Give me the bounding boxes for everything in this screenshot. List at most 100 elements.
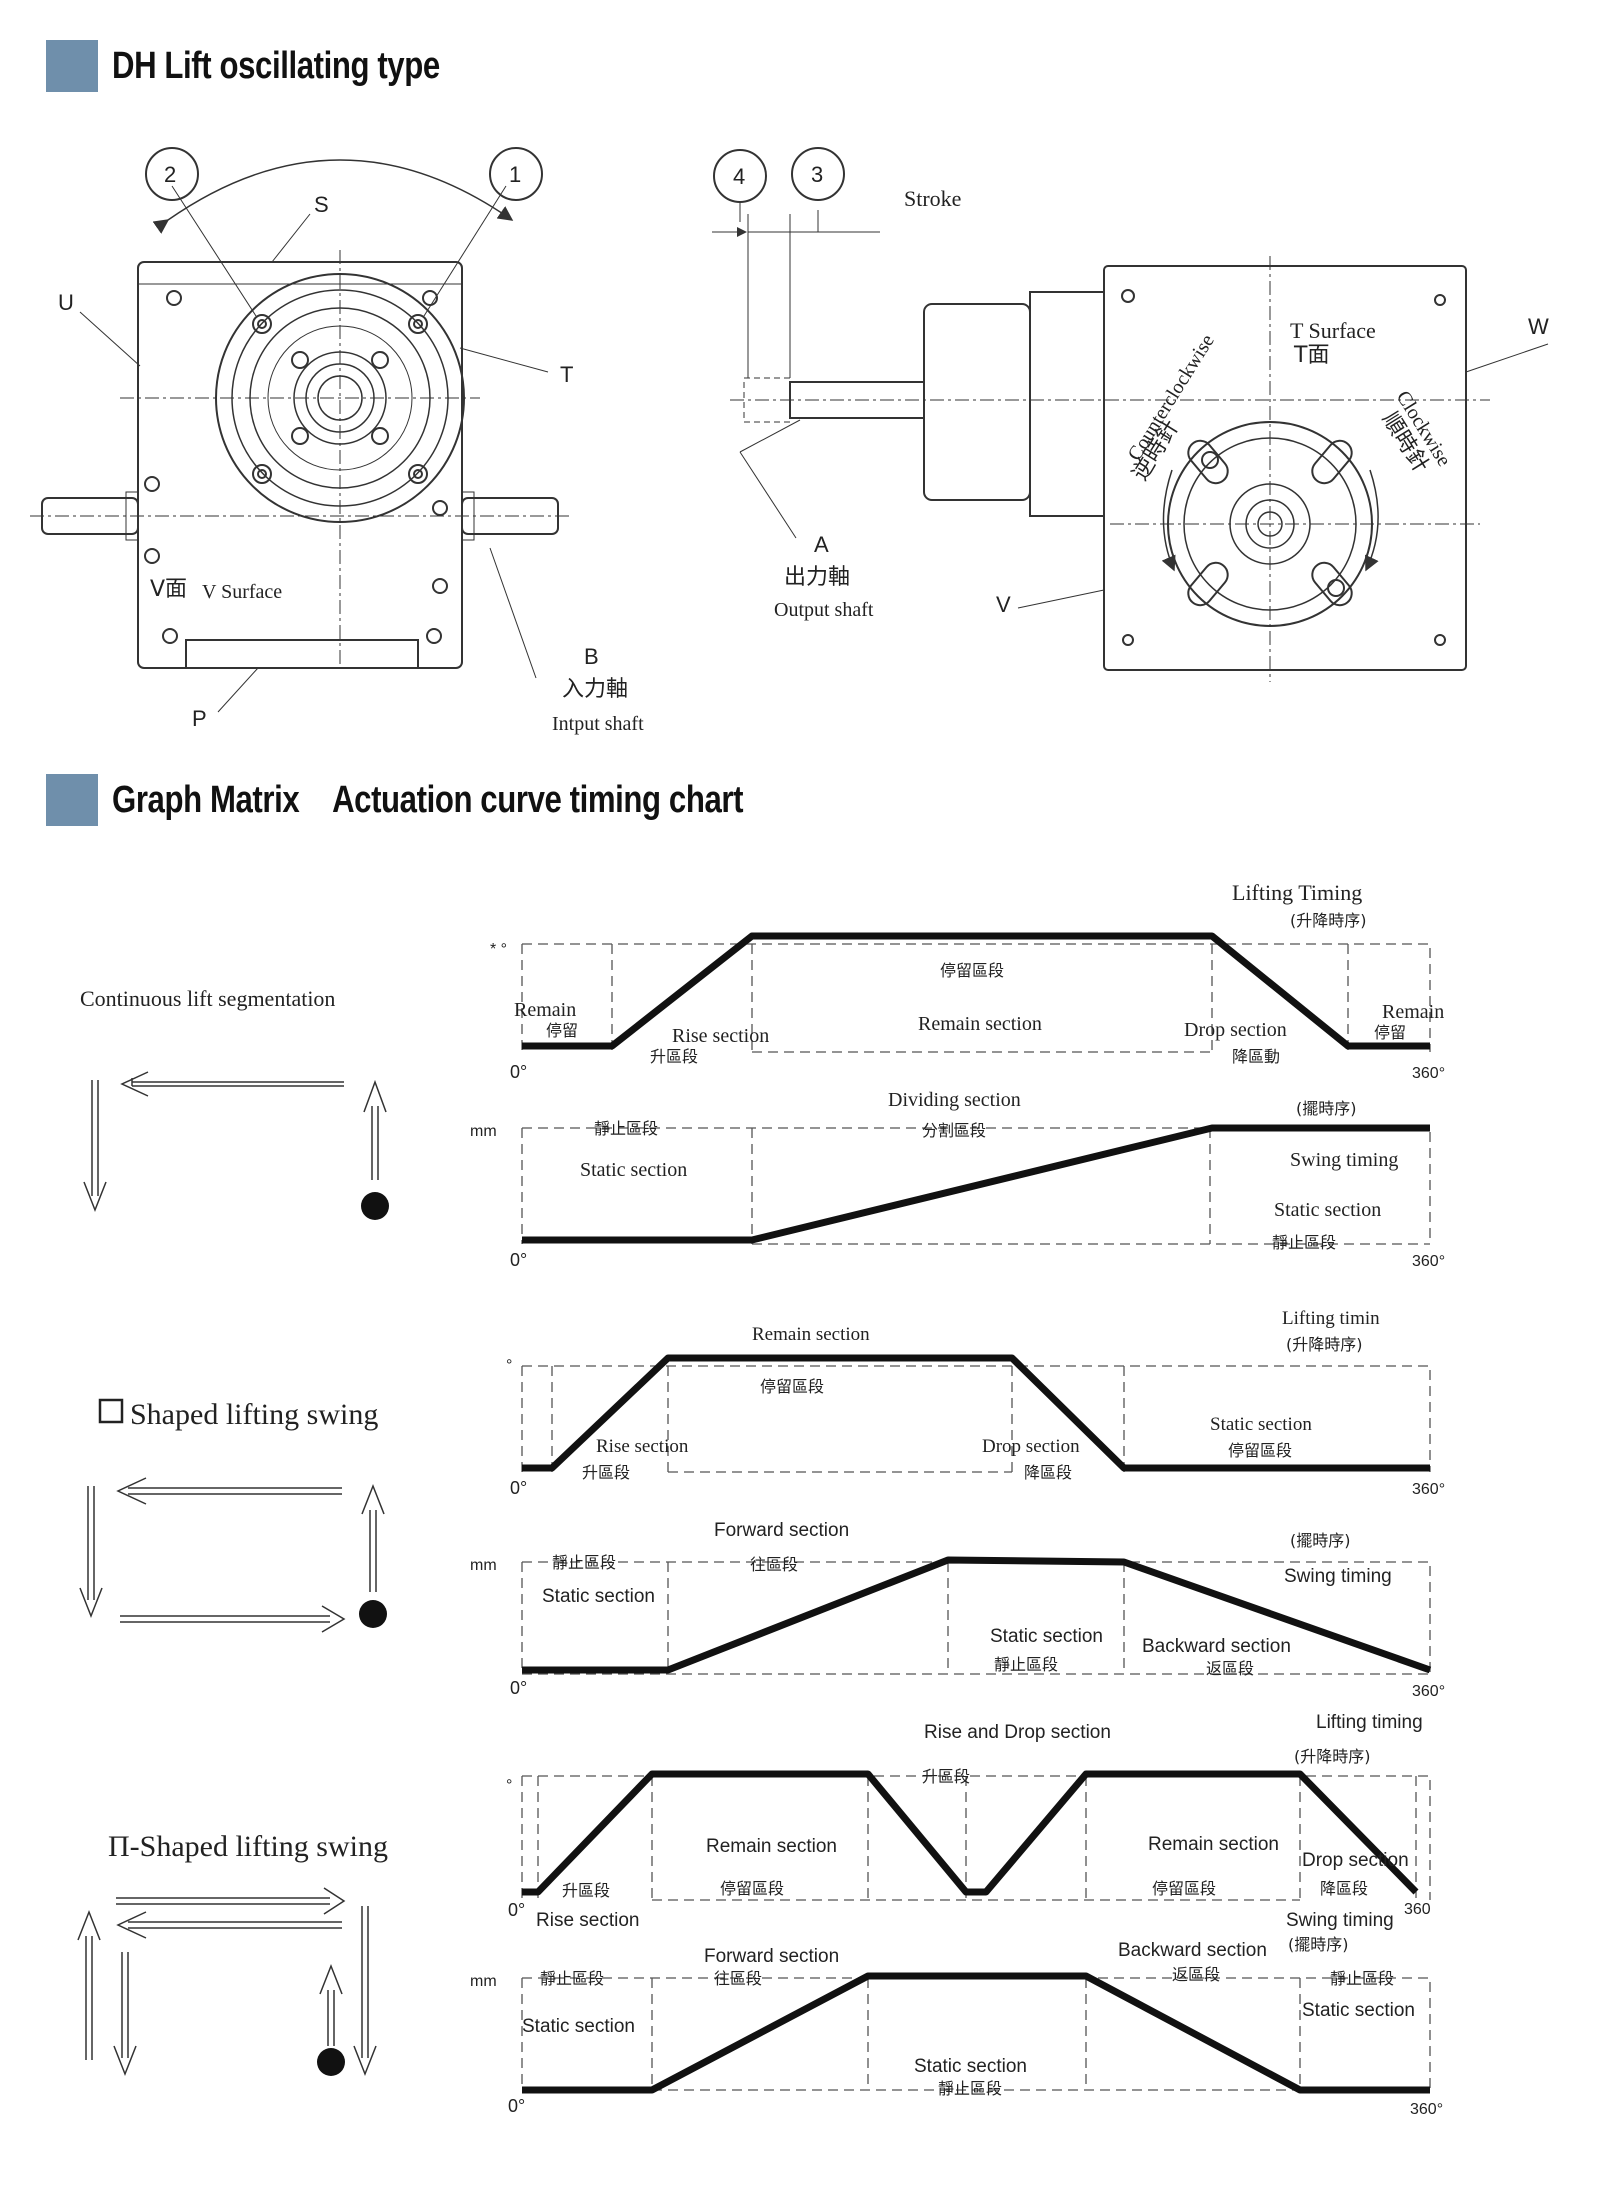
endpoint-dot xyxy=(361,1192,389,1220)
r2-swing-axis-start: 0° xyxy=(510,1678,527,1698)
r1-swing-header-cn: (擺時序) xyxy=(1296,1099,1357,1118)
r2-lift-label-static: Static section xyxy=(1210,1414,1312,1435)
r2-swing-label-back: Backward section xyxy=(1142,1636,1291,1657)
label-p: P xyxy=(192,706,207,731)
row2-lift-curve xyxy=(522,1354,1430,1472)
r3-lift-label-lifting-timing: Lifting timing xyxy=(1316,1712,1423,1733)
r3-swing-header-cn: (擺時序) xyxy=(1288,1935,1349,1954)
r2-lift-axis-end: 360° xyxy=(1412,1481,1445,1498)
r2-swing-label-forward-cn: 往區段 xyxy=(750,1555,798,1574)
r3-lift-label-rise: Rise section xyxy=(536,1910,640,1931)
r3-lift-axis-top: ° xyxy=(506,1777,512,1794)
mount-plate xyxy=(185,639,419,669)
r3-swing-axis-end: 360° xyxy=(1410,2101,1443,2118)
r3-lift-label-remain: Remain section xyxy=(706,1836,837,1857)
row1-lift-curve xyxy=(522,932,1430,1050)
r2-lift-axis-top: ° xyxy=(506,1357,512,1374)
label-c3: 3 xyxy=(811,162,823,187)
label-input-cn: 入力軸 xyxy=(562,677,628,702)
r3-swing-label-back-cn: 返區段 xyxy=(1172,1965,1220,1984)
r3-swing-header-en: Swing timing xyxy=(1286,1910,1394,1931)
r2-lift-header-en: Lifting timin xyxy=(1282,1308,1380,1329)
r3-lift-label-remain-2: Remain section xyxy=(1148,1834,1279,1855)
r2-lift-label-drop-cn: 降區段 xyxy=(1024,1463,1072,1482)
r3-lift-axis-end: 360 xyxy=(1404,1901,1431,1918)
r1-lift-label-rise: Rise section xyxy=(672,1025,769,1047)
r2-swing-label-static-cn: 靜止區段 xyxy=(552,1553,616,1572)
row2-swing-curve xyxy=(522,1556,1432,1674)
r1-lift-label-remain: Remain xyxy=(514,999,576,1021)
marker-2 xyxy=(145,147,199,201)
rotation-arc xyxy=(152,159,514,234)
label-v-surface: V Surface xyxy=(202,581,282,603)
label-stroke: Stroke xyxy=(904,186,961,211)
label-output-cn: 出力軸 xyxy=(784,565,850,590)
endpoint-dot xyxy=(359,1600,387,1628)
label-v-face: V面 xyxy=(150,577,187,602)
section-heading-graph: Graph Matrix Actuation curve timing chart xyxy=(46,774,882,826)
r2-lift-label-remain: Remain section xyxy=(752,1324,870,1345)
section-title-graph: Graph Matrix Actuation curve timing chart xyxy=(112,779,743,822)
r3-swing-label-static-2: Static section xyxy=(914,2056,1027,2077)
r2-lift-axis-start: 0° xyxy=(510,1478,527,1498)
r2-swing-label-static-cn-2: 靜止區段 xyxy=(994,1655,1058,1674)
marker-3 xyxy=(791,147,845,201)
r2-swing-axis-end: 360° xyxy=(1412,1683,1445,1700)
r3-swing-axis-start: 0° xyxy=(508,2096,525,2116)
heading-square-icon xyxy=(46,774,98,826)
r1-lift-label-stay-2: 停留 xyxy=(1374,1023,1406,1042)
r3-lift-header-cn: (升降時序) xyxy=(1294,1747,1371,1766)
timing-curves xyxy=(522,932,1432,2094)
r1-lift-axis-top: * ° xyxy=(490,941,507,958)
square-symbol-icon xyxy=(98,1398,124,1424)
row-title-continuous: Continuous lift segmentation xyxy=(80,986,335,1011)
r3-lift-label-rise-cn-2: 升區段 xyxy=(562,1881,610,1900)
r2-swing-label-static-2: Static section xyxy=(990,1626,1103,1647)
r2-lift-label-rise-cn: 升區段 xyxy=(582,1463,630,1482)
label-c4: 4 xyxy=(733,164,745,189)
r2-lift-label-remain-cn: 停留區段 xyxy=(760,1377,824,1396)
r1-lift-axis-end: 360° xyxy=(1412,1065,1445,1082)
r1-swing-label-swing: Swing timing xyxy=(1290,1149,1398,1171)
r3-lift-axis-start: 0° xyxy=(508,1900,525,1920)
r3-swing-label-forward-cn: 往區段 xyxy=(714,1969,762,1988)
label-v: V xyxy=(996,592,1011,617)
label-t: T xyxy=(560,362,573,387)
r3-swing-label-back: Backward section xyxy=(1118,1940,1267,1961)
r1-swing-header-en: Dividing section xyxy=(888,1089,1021,1111)
r1-lift-label-drop: Drop section xyxy=(1184,1019,1287,1041)
label-output-en: Output shaft xyxy=(774,599,874,621)
row3-lift-curve xyxy=(522,1770,1419,1896)
graph-matrix-title: Graph Matrix xyxy=(112,778,300,821)
r1-swing-label-static: Static section xyxy=(580,1159,687,1181)
r1-lift-label-drop-cn: 降區動 xyxy=(1232,1047,1280,1066)
r1-lift-label-remain-section: Remain section xyxy=(918,1013,1042,1035)
r1-swing-unit: mm xyxy=(470,1123,497,1140)
r3-lift-label-remain-cn-2: 停留區段 xyxy=(1152,1879,1216,1898)
endpoint-dot xyxy=(317,2048,345,2076)
r1-lift-label-stay: 停留 xyxy=(546,1021,578,1040)
label-input-en: Intput shaft xyxy=(552,713,644,735)
r2-swing-header-en: Forward section xyxy=(714,1520,849,1541)
r1-swing-label-static-2: Static section xyxy=(1274,1199,1381,1221)
r3-lift-label-rise-cn: 升區段 xyxy=(922,1767,970,1786)
label-s: S xyxy=(314,192,329,217)
heading-square-icon xyxy=(46,40,98,92)
r1-swing-axis-end: 360° xyxy=(1412,1253,1445,1270)
r3-swing-unit: mm xyxy=(470,1973,497,1990)
marker-1 xyxy=(489,147,543,201)
motion-diagram-continuous xyxy=(83,1071,387,1213)
row3-swing-curve xyxy=(522,1972,1430,2094)
r1-lift-header-en: Lifting Timing xyxy=(1232,880,1362,905)
timing-chart-title: Actuation curve timing chart xyxy=(332,778,744,821)
r1-swing-label-divide-cn: 分割區段 xyxy=(922,1121,986,1140)
row1-swing-curve xyxy=(522,1124,1430,1244)
section-title-lift: DH Lift oscillating type xyxy=(112,44,440,87)
r1-swing-label-static-cn-2: 靜止區段 xyxy=(1272,1233,1336,1252)
r1-lift-label-remain-2: Remain xyxy=(1382,1001,1444,1023)
r2-swing-label-static: Static section xyxy=(542,1586,655,1607)
r3-swing-label-static-cn: 靜止區段 xyxy=(540,1969,604,1988)
label-t-face: T面 xyxy=(1293,343,1329,368)
r2-swing-unit: mm xyxy=(470,1557,497,1574)
